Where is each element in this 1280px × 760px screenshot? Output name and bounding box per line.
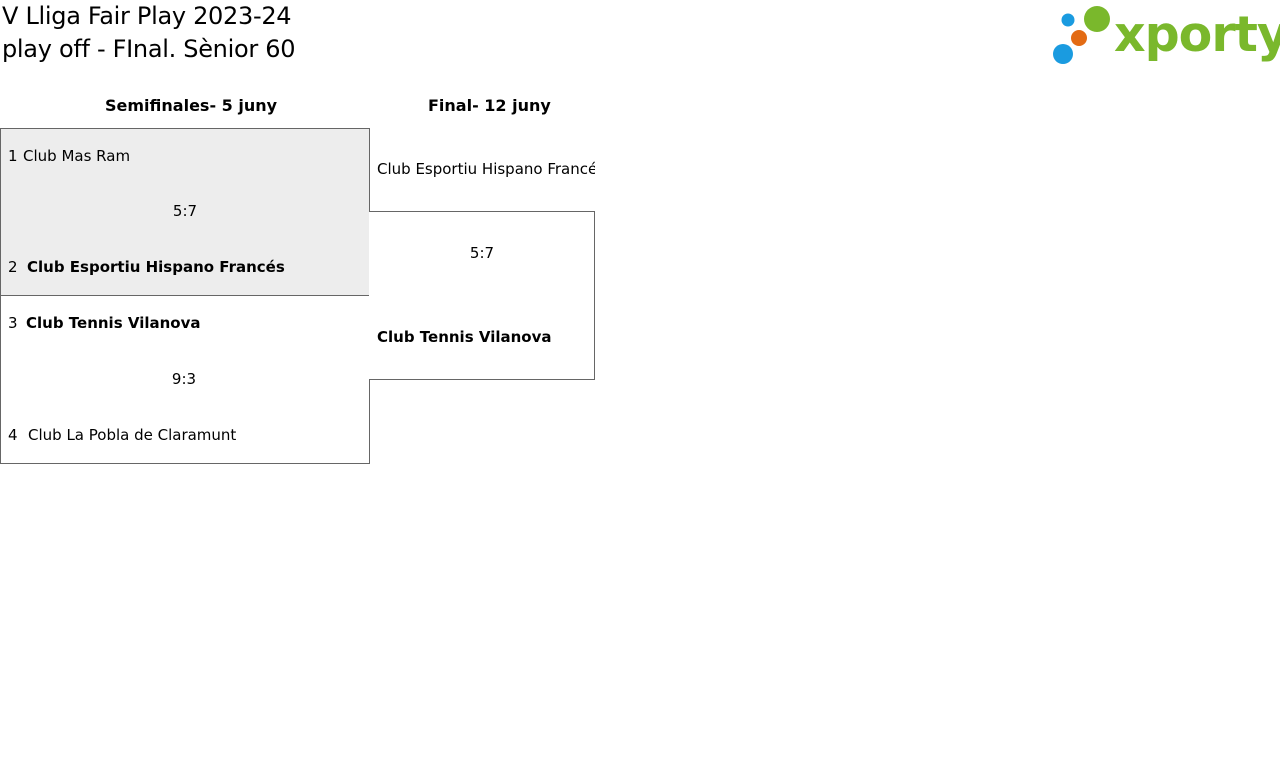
semifinal-match-1 xyxy=(0,128,370,296)
final-home-team: Club Esportiu Hispano Francés xyxy=(377,160,595,178)
semifinal-2-away: 4 Club La Pobla de Claramunt xyxy=(8,426,236,444)
seed-number: 3 xyxy=(8,314,18,332)
semifinal-1-score: 5:7 xyxy=(172,202,198,220)
semifinal-2-home: 3 Club Tennis Vilanova xyxy=(8,314,201,332)
team-name-winner: Club Esportiu Hispano Francés xyxy=(27,258,285,276)
xporty-logo[interactable]: xporty xyxy=(1050,4,1280,66)
dots-icon xyxy=(1053,6,1110,64)
page-title: V Lliga Fair Play 2023-24 xyxy=(2,2,292,30)
round-header-final: Final- 12 juny xyxy=(428,96,551,115)
semifinal-match-2 xyxy=(0,295,370,464)
final-score: 5:7 xyxy=(469,244,495,262)
round-header-semifinals: Semifinales- 5 juny xyxy=(105,96,278,115)
semifinal-1-away: 2 Club Esportiu Hispano Francés xyxy=(8,258,285,276)
seed-number: 4 xyxy=(8,426,18,444)
team-name-winner: Club Tennis Vilanova xyxy=(26,314,201,332)
semifinal-2-score: 9:3 xyxy=(171,370,197,388)
final-away-team-winner: Club Tennis Vilanova xyxy=(377,328,552,346)
seed-number: 1 xyxy=(8,147,18,165)
seed-number: 2 xyxy=(8,258,18,276)
semifinal-1-home: 1 Club Mas Ram xyxy=(8,147,130,165)
logo-wordmark: xporty xyxy=(1114,6,1280,63)
team-name: Club Mas Ram xyxy=(23,147,131,165)
page-subtitle: play off - FInal. Sènior 60 xyxy=(2,35,296,63)
final-match xyxy=(369,211,595,380)
team-name: Club La Pobla de Claramunt xyxy=(28,426,237,444)
